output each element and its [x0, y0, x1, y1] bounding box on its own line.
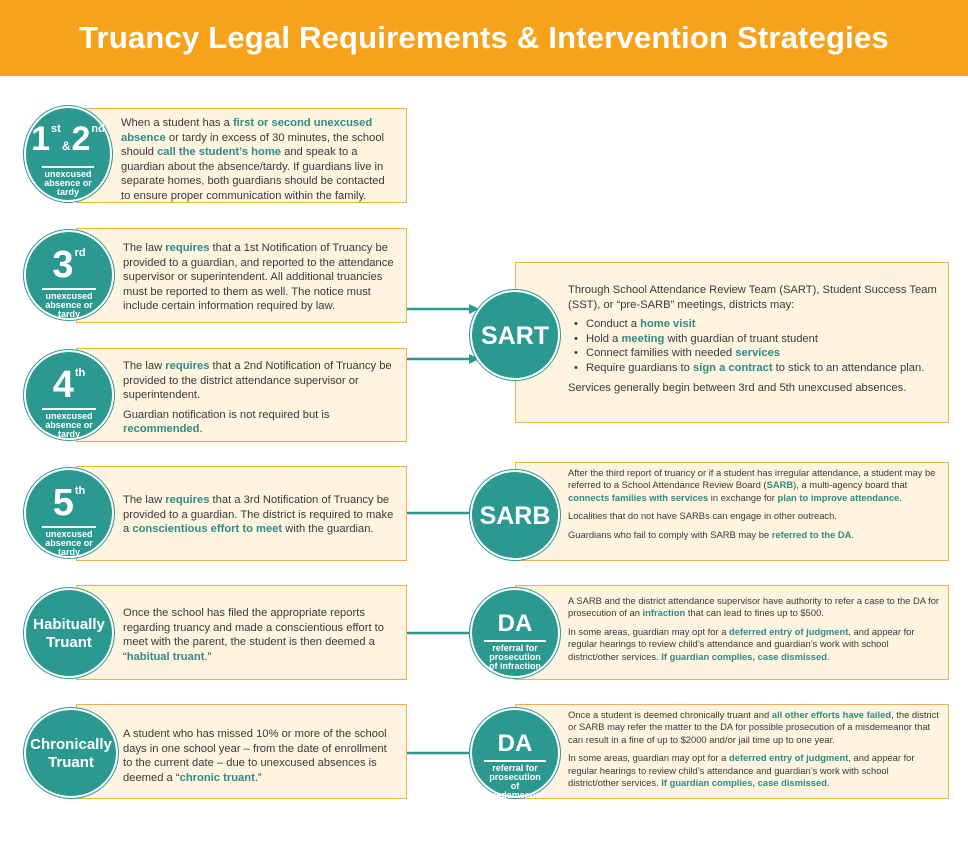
box-fourth-absence: The law requires that a 2nd Notification… [76, 348, 407, 442]
number-2: 2 [71, 120, 91, 158]
circle-sarb: SARB [470, 470, 560, 560]
box-sart: Through School Attendance Review Team (S… [515, 262, 949, 423]
box-da-misdemeanor: Once a student is deemed chronically tru… [515, 704, 949, 799]
box-third-absence: The law requires that a 1st Notification… [76, 228, 407, 323]
list-item: Require guardians to sign a contract to … [574, 361, 938, 376]
box-habitually-truant: Once the school has filed the appropriat… [76, 585, 407, 680]
circle-da-infraction: DA referral for prosecution of infractio… [470, 588, 560, 678]
circle-subtitle: unexcused absence or tardy [42, 526, 96, 557]
list-item: Connect families with needed services [574, 346, 938, 361]
circle-sart: SART [470, 290, 560, 380]
circle-fourth: 4th unexcused absence or tardy [24, 350, 114, 440]
list-item: Conduct a home visit [574, 317, 938, 332]
box-sarb: After the third report of truancy or if … [515, 462, 949, 561]
box-da-infraction: A SARB and the district attendance super… [515, 585, 949, 680]
circle-subtitle: unexcused absence or tardy [42, 166, 94, 197]
circle-subtitle: referral for prosecution of infraction [484, 640, 546, 671]
sart-services-list: Conduct a home visit Hold a meeting with… [568, 317, 938, 375]
box-fifth-absence: The law requires that a 3rd Notification… [76, 466, 407, 561]
number-1: 1 [31, 120, 51, 158]
circle-third: 3rd unexcused absence or tardy [24, 230, 114, 320]
circle-chronically-truant: Chronically Truant [24, 708, 118, 798]
circle-subtitle: unexcused absence or tardy [42, 408, 96, 439]
circle-subtitle: referral for prosecution of misdemeanor [484, 760, 546, 800]
circle-first-second: 1st&2nd unexcused absence or tardy [24, 106, 112, 202]
circle-habitually-truant: Habitually Truant [24, 588, 114, 678]
box-first-second-absence: When a student has a first or second une… [76, 108, 407, 203]
circle-subtitle: unexcused absence or tardy [42, 288, 96, 319]
circle-fifth: 5th unexcused absence or tardy [24, 468, 114, 558]
page-title: Truancy Legal Requirements & Interventio… [79, 20, 889, 55]
list-item: Hold a meeting with guardian of truant s… [574, 332, 938, 347]
circle-da-misdemeanor: DA referral for prosecution of misdemean… [470, 708, 560, 800]
box-chronically-truant: A student who has missed 10% or more of … [76, 704, 407, 799]
header-banner: Truancy Legal Requirements & Interventio… [0, 0, 968, 76]
